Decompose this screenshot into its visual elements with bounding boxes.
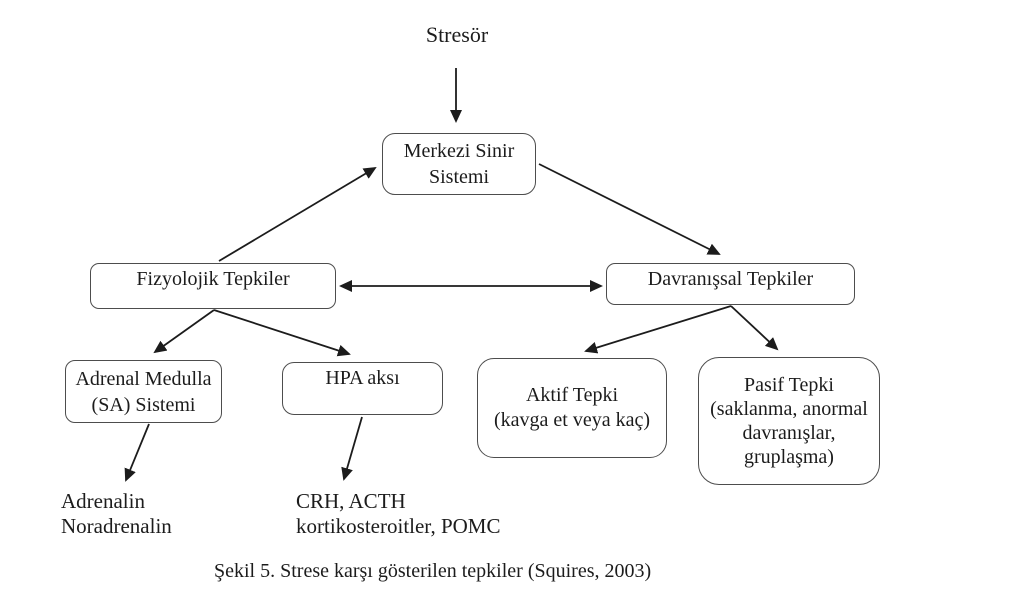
node-pasif-tepki: Pasif Tepki (saklanma, anormal davranışl… [698,357,880,485]
node-fizyolojik-tepkiler: Fizyolojik Tepkiler [90,263,336,309]
arrow-mss-to-davranissal [538,163,721,255]
node-merkezi-sinir-sistemi: Merkezi Sinir Sistemi [382,133,536,195]
node-label-line: (saklanma, anormal [710,398,868,420]
arrow-davranissal-to-aktif [584,305,732,354]
arrow-adrenal-to-output [124,423,150,482]
hpa-output-text: CRH, ACTH kortikosteroitler, POMC [296,489,500,539]
node-label-line: gruplaşma) [744,446,834,468]
stressor-label: Stresör [425,22,489,47]
node-label: HPA aksı [325,367,400,389]
node-hpa-aksi: HPA aksı [282,362,443,415]
node-label: Davranışsal Tepkiler [647,268,814,290]
node-label-line: Pasif Tepki [744,374,834,396]
output-line: kortikosteroitler, POMC [296,514,501,538]
figure-caption: Şekil 5. Strese karşı gösterilen tepkile… [214,560,652,582]
arrow-fizyolojik-to-adrenal [153,309,215,354]
node-davranissal-tepkiler: Davranışsal Tepkiler [606,263,855,305]
node-adrenal-medulla: Adrenal Medulla (SA) Sistemi [65,360,222,423]
arrow-fizyolojik-to-hpa [213,309,351,357]
arrow-fizyolojik-to-mss [218,166,377,262]
output-line: Adrenalin [61,489,145,513]
node-label-line: Sistemi [428,166,489,188]
node-label: Fizyolojik Tepkiler [136,268,290,290]
node-label-line: Adrenal Medulla [75,367,212,390]
adrenal-output-text: Adrenalin Noradrenalin [61,489,172,539]
node-label-line: Aktif Tepki [525,384,619,406]
node-label-line: (SA) Sistemi [91,393,196,416]
node-label-line: davranışlar, [742,422,836,444]
arrow-davranissal-to-pasif [730,305,779,351]
output-line: CRH, ACTH [296,489,406,513]
arrow-hpa-to-output [341,416,363,481]
node-label-line: (kavga et veya kaç) [493,409,650,431]
node-label-line: Merkezi Sinir [403,140,515,162]
node-aktif-tepki: Aktif Tepki (kavga et veya kaç) [477,358,667,458]
output-line: Noradrenalin [61,514,172,538]
